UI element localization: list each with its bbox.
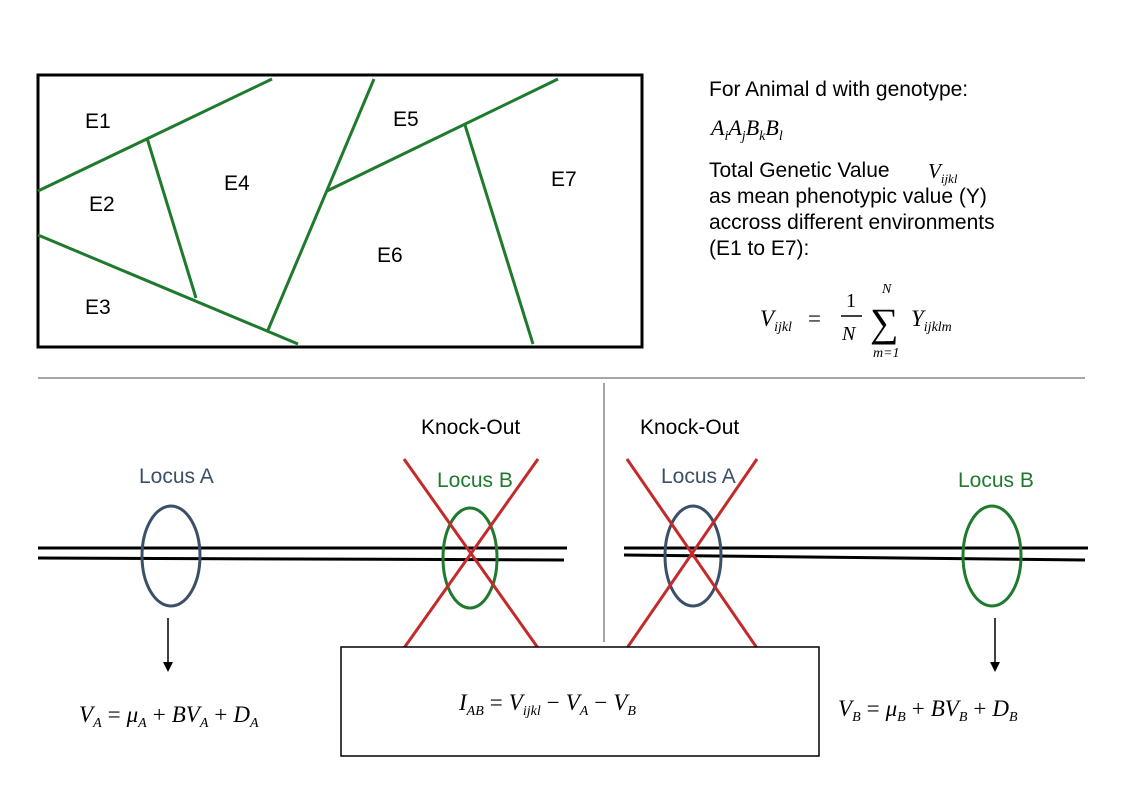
environment-map: E1 E2 E3 E4 E5 E6 E7 <box>36 73 644 349</box>
interaction-formula: IAB=Vijkl−VA−VB <box>458 690 636 719</box>
locus-a-formula: VA=μA+BVA+DA <box>79 702 259 731</box>
environment-label-e2: E2 <box>89 193 115 216</box>
mean-formula-lhs: Vijkl <box>760 306 792 335</box>
locus-b-formula: VB=μB+BVB+DB <box>838 696 1018 725</box>
left-locus-b-label: Locus B <box>437 469 513 492</box>
sum-lower-limit: m=1 <box>873 346 900 361</box>
right-down-arrow-head <box>990 662 1000 672</box>
right-locus-b-label: Locus B <box>958 469 1034 492</box>
mean-formula: Vijkl = 1 N N ∑ m=1 Yijklm <box>760 282 952 361</box>
left-panel: Knock-Out Locus A Locus B VA=μA+BVA+DA <box>37 416 567 731</box>
environment-map-border <box>36 73 644 349</box>
left-down-arrow-head <box>163 662 173 672</box>
environment-label-e3: E3 <box>85 296 111 319</box>
right-locus-a-marker <box>663 504 723 608</box>
left-knockout-cross <box>402 458 540 649</box>
genotype-formula: AiAjBkBl <box>709 115 783 144</box>
left-locus-a-label: Locus A <box>139 465 214 488</box>
boundary-line <box>37 77 273 193</box>
boundary-line <box>37 233 299 346</box>
interaction-box-border <box>340 646 820 757</box>
right-chromosome-strand <box>623 553 1086 562</box>
sum-upper-limit: N <box>881 282 892 297</box>
sum-symbol: ∑ <box>870 300 899 345</box>
left-locus-a-marker <box>140 504 202 608</box>
environment-label-e4: E4 <box>224 172 250 195</box>
environment-label-e7: E7 <box>551 168 577 191</box>
boundary-line <box>266 78 376 331</box>
boundary-line <box>326 77 559 193</box>
description-paragraph: Total Genetic Value as mean phenotypic v… <box>709 158 1109 262</box>
right-locus-b-marker <box>961 504 1023 608</box>
description-line-3: accross different environments <box>709 211 995 234</box>
right-knockout-label: Knock-Out <box>640 416 739 439</box>
boundary-line <box>145 137 198 299</box>
mean-formula-term: Yijklm <box>911 306 952 335</box>
mean-formula-equals: = <box>808 306 821 331</box>
environment-label-e1: E1 <box>85 110 111 133</box>
left-knockout-label: Knock-Out <box>421 416 520 439</box>
right-panel: Knock-Out Locus A Locus B VB=μB+BVB+DB <box>623 416 1088 725</box>
environment-label-e5: E5 <box>393 108 419 131</box>
environment-label-e6: E6 <box>377 244 403 267</box>
description-line-2: as mean phenotypic value (Y) <box>709 185 987 208</box>
description-heading: For Animal d with genotype: <box>709 78 969 101</box>
interaction-box: IAB=Vijkl−VA−VB <box>340 646 820 757</box>
mean-formula-denominator: N <box>841 323 857 345</box>
left-chromosome-strand <box>37 556 565 562</box>
left-locus-b-marker <box>441 506 499 610</box>
boundary-line <box>463 124 535 345</box>
total-genetic-value-variable: Vijkl <box>928 159 958 186</box>
right-locus-a-label: Locus A <box>661 465 736 488</box>
description-line-1: Total Genetic Value <box>709 159 890 182</box>
right-knockout-cross <box>625 458 759 649</box>
mean-formula-numerator: 1 <box>846 290 856 312</box>
environment-boundaries <box>37 77 559 346</box>
description-line-4: (E1 to E7): <box>709 237 810 260</box>
